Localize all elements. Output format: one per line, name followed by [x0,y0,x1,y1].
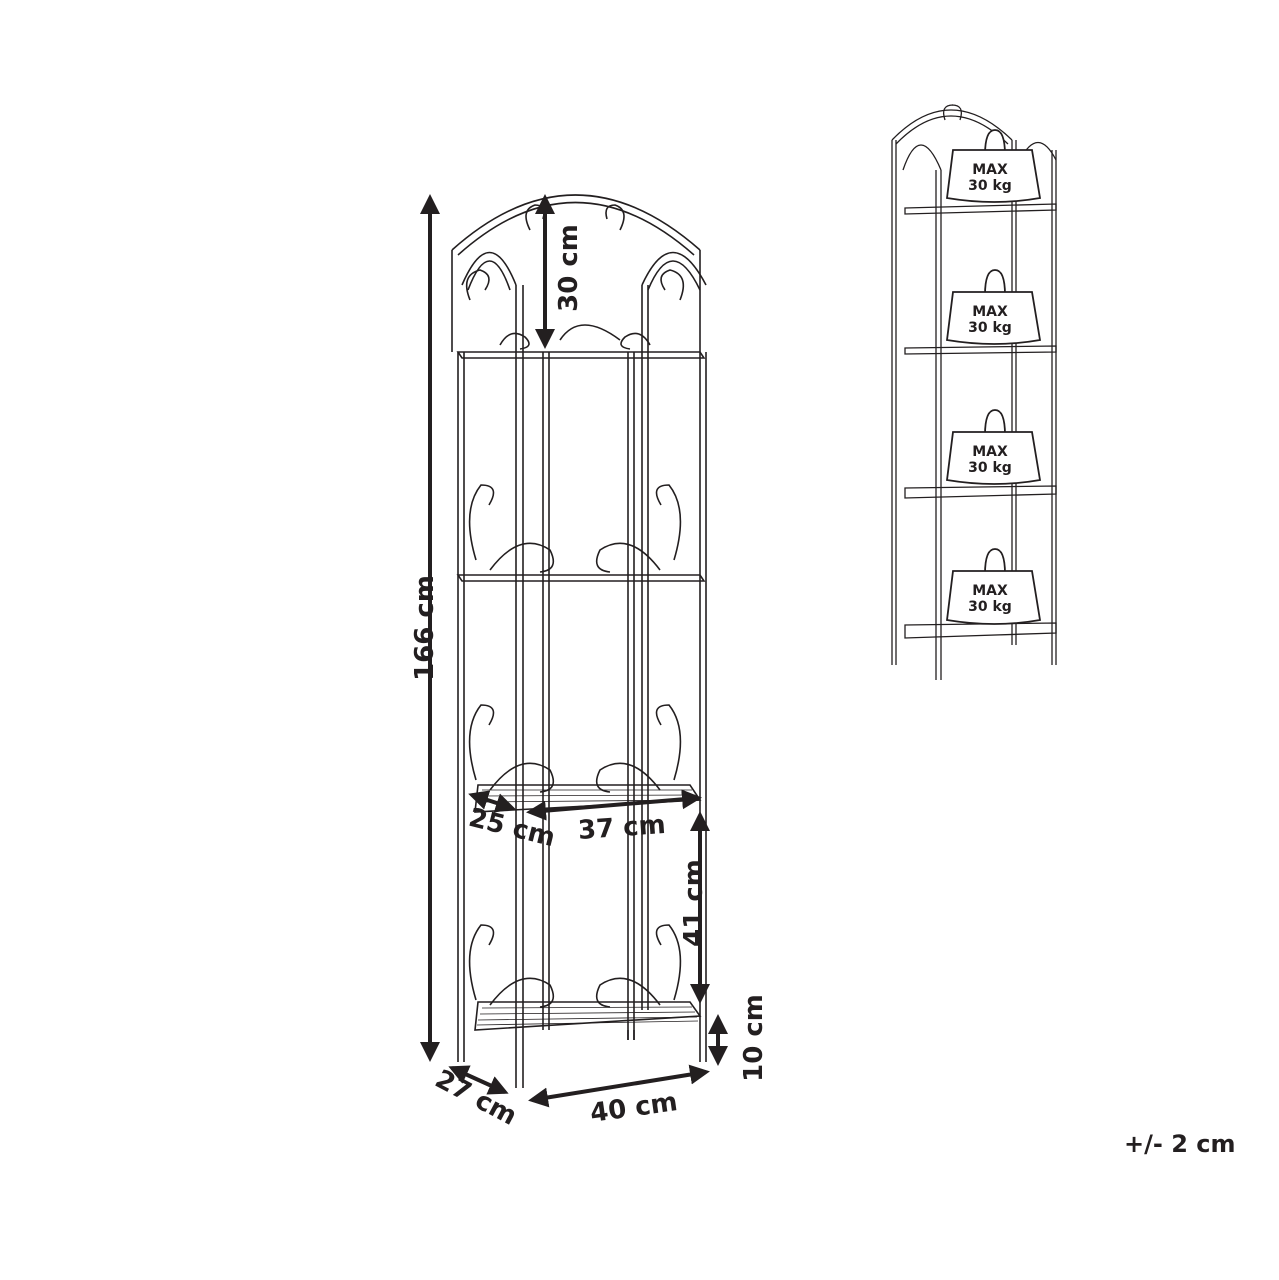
width-arrow [528,1064,710,1108]
weight-label-shelf-3: MAX 30 kg [955,444,1025,476]
max-text: MAX [972,583,1008,599]
tolerance-note: +/- 2 cm [1124,1130,1236,1158]
max-text: MAX [972,162,1008,178]
max-text: MAX [972,304,1008,320]
shelf-depth-arrow [468,790,516,813]
kg-text: 30 kg [968,320,1012,336]
weight-label-shelf-2: MAX 30 kg [955,304,1025,336]
depth-arrow [448,1065,509,1095]
kg-text: 30 kg [968,178,1012,194]
shelf-width-arrow [526,789,702,821]
kg-text: 30 kg [968,599,1012,615]
weight-label-shelf-4: MAX 30 kg [955,583,1025,615]
max-text: MAX [972,444,1008,460]
weight-label-shelf-1: MAX 30 kg [955,162,1025,194]
kg-text: 30 kg [968,460,1012,476]
